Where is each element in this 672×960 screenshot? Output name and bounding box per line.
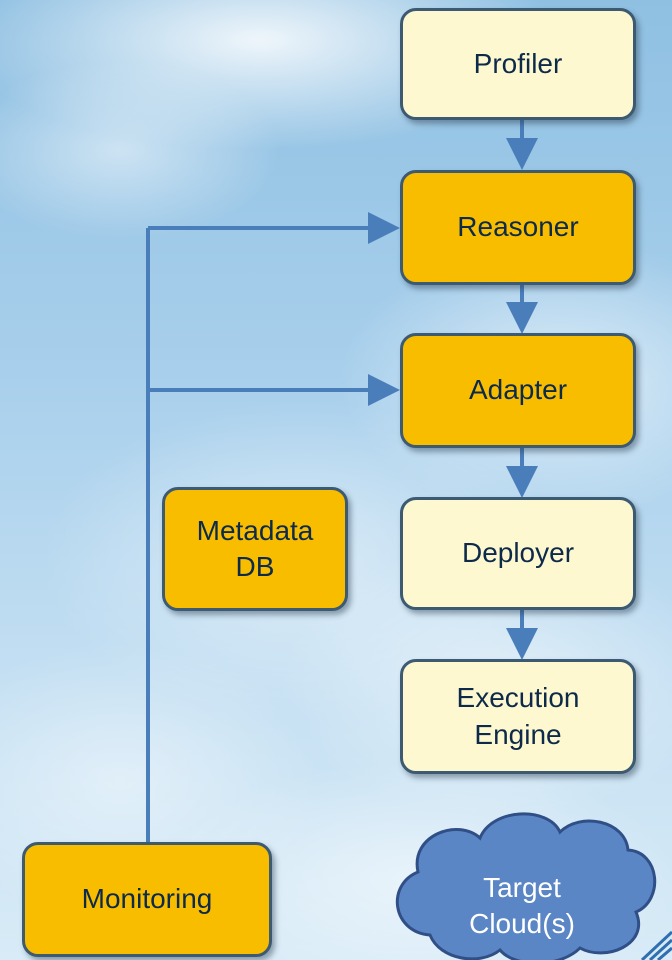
deployer-label: Deployer [461,537,575,569]
execution-engine-label: Execution Engine [456,682,580,750]
execution-engine-box: Execution Engine [400,659,636,774]
target-cloud-label: Target Cloud(s) [469,871,575,939]
profiler-label: Profiler [473,47,563,79]
monitoring-label: Monitoring [81,883,213,915]
profiler-box: Profiler [400,8,636,120]
reasoner-box: Reasoner [400,170,636,285]
deployer-box: Deployer [400,497,636,610]
monitoring-box: Monitoring [22,842,272,957]
adapter-label: Adapter [468,374,568,406]
metadata-db-box: Metadata DB [162,487,348,611]
target-cloud-icon [395,812,657,960]
metadata-db-label: Metadata DB [196,514,314,582]
corner-decoration [640,930,672,960]
adapter-box: Adapter [400,333,636,448]
reasoner-label: Reasoner [457,211,579,243]
